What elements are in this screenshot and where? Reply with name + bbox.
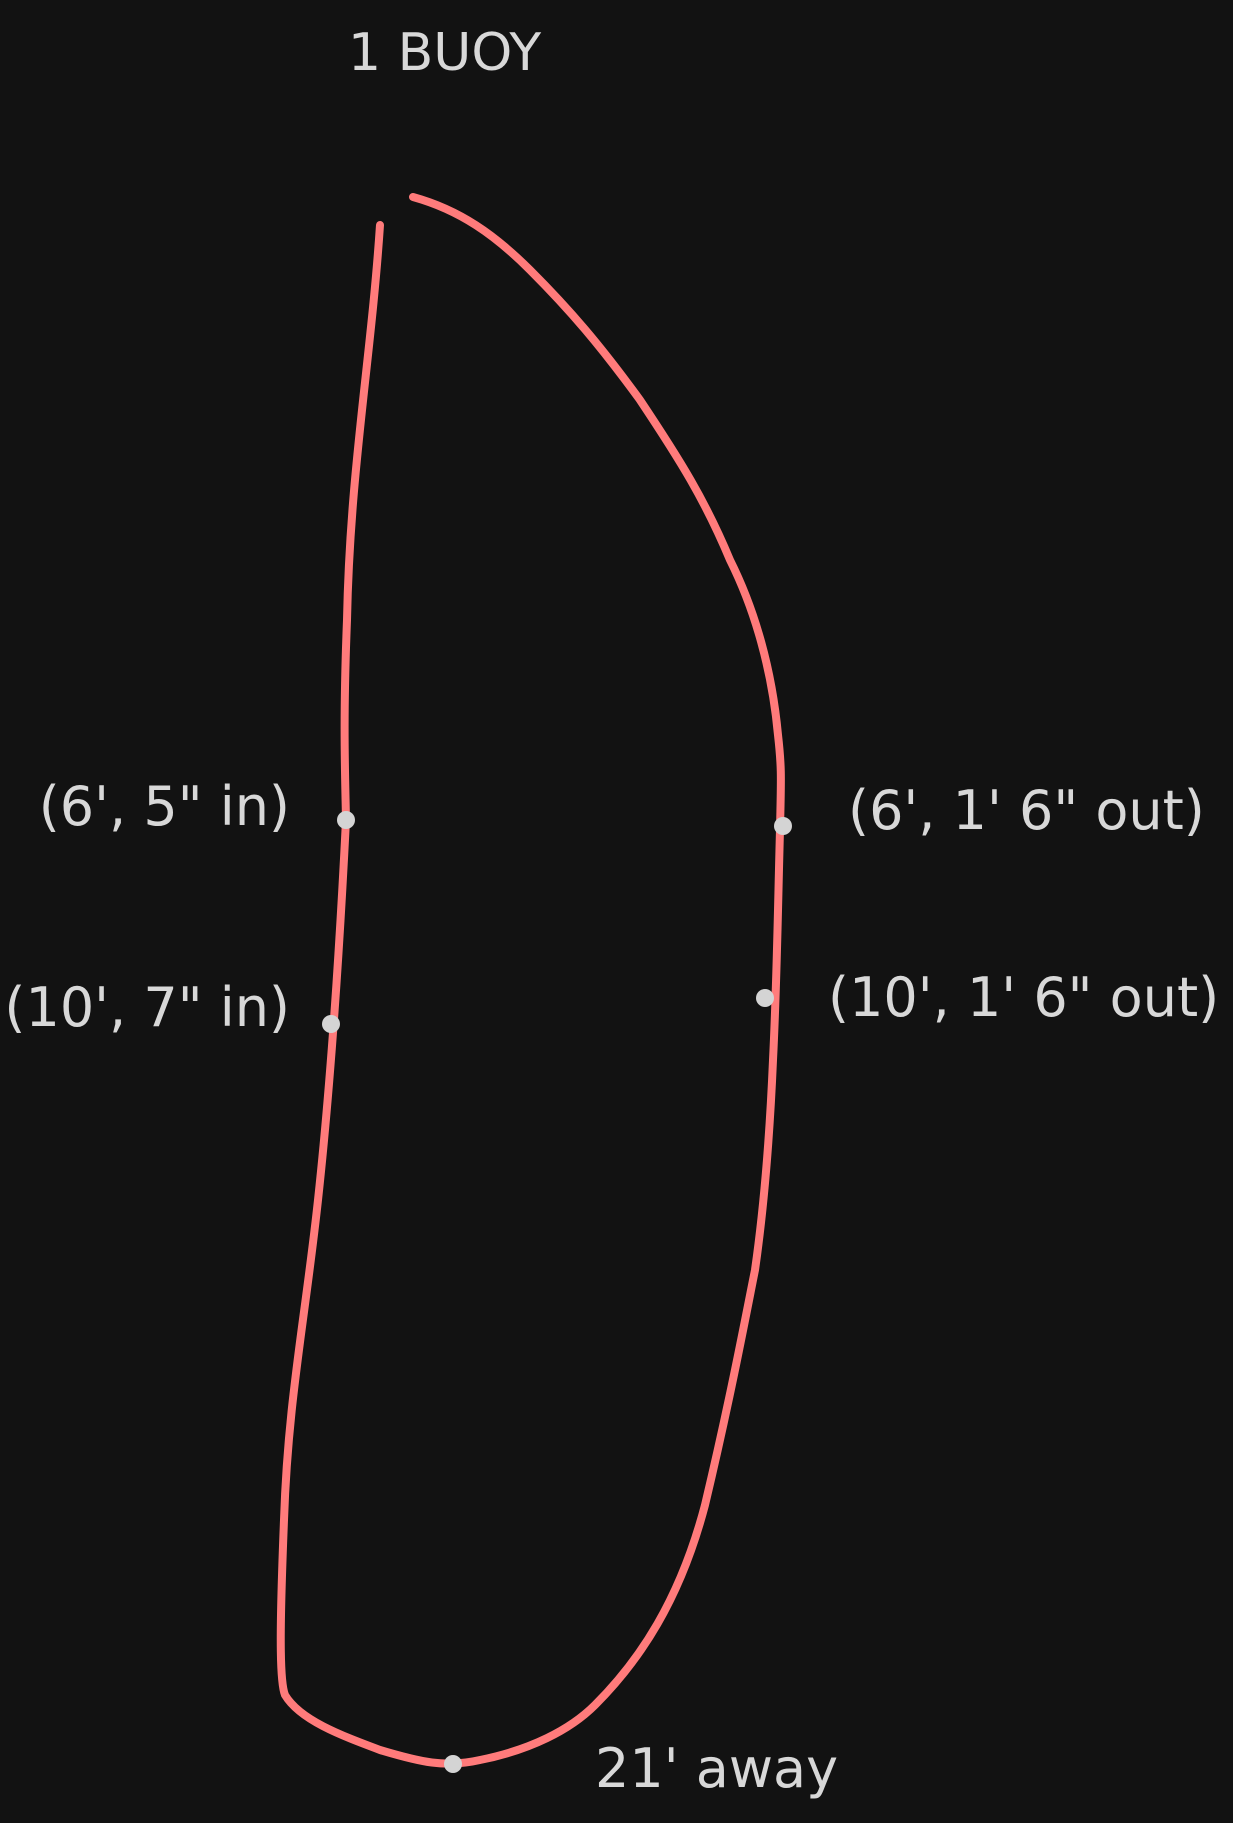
label-left-6: (6', 5" in) [39, 775, 290, 838]
marker-right-6 [774, 817, 792, 835]
label-right-10: (10', 1' 6" out) [828, 966, 1219, 1029]
marker-right-10 [756, 989, 774, 1007]
label-bottom: 21' away [595, 1737, 838, 1800]
marker-left-6 [337, 811, 355, 829]
marker-left-10 [322, 1015, 340, 1033]
buoy-path [276, 193, 785, 1768]
marker-bottom [444, 1755, 462, 1773]
label-left-10: (10', 7" in) [4, 976, 290, 1039]
diagram-title: 1 BUOY [348, 23, 541, 83]
label-right-6: (6', 1' 6" out) [848, 779, 1205, 842]
